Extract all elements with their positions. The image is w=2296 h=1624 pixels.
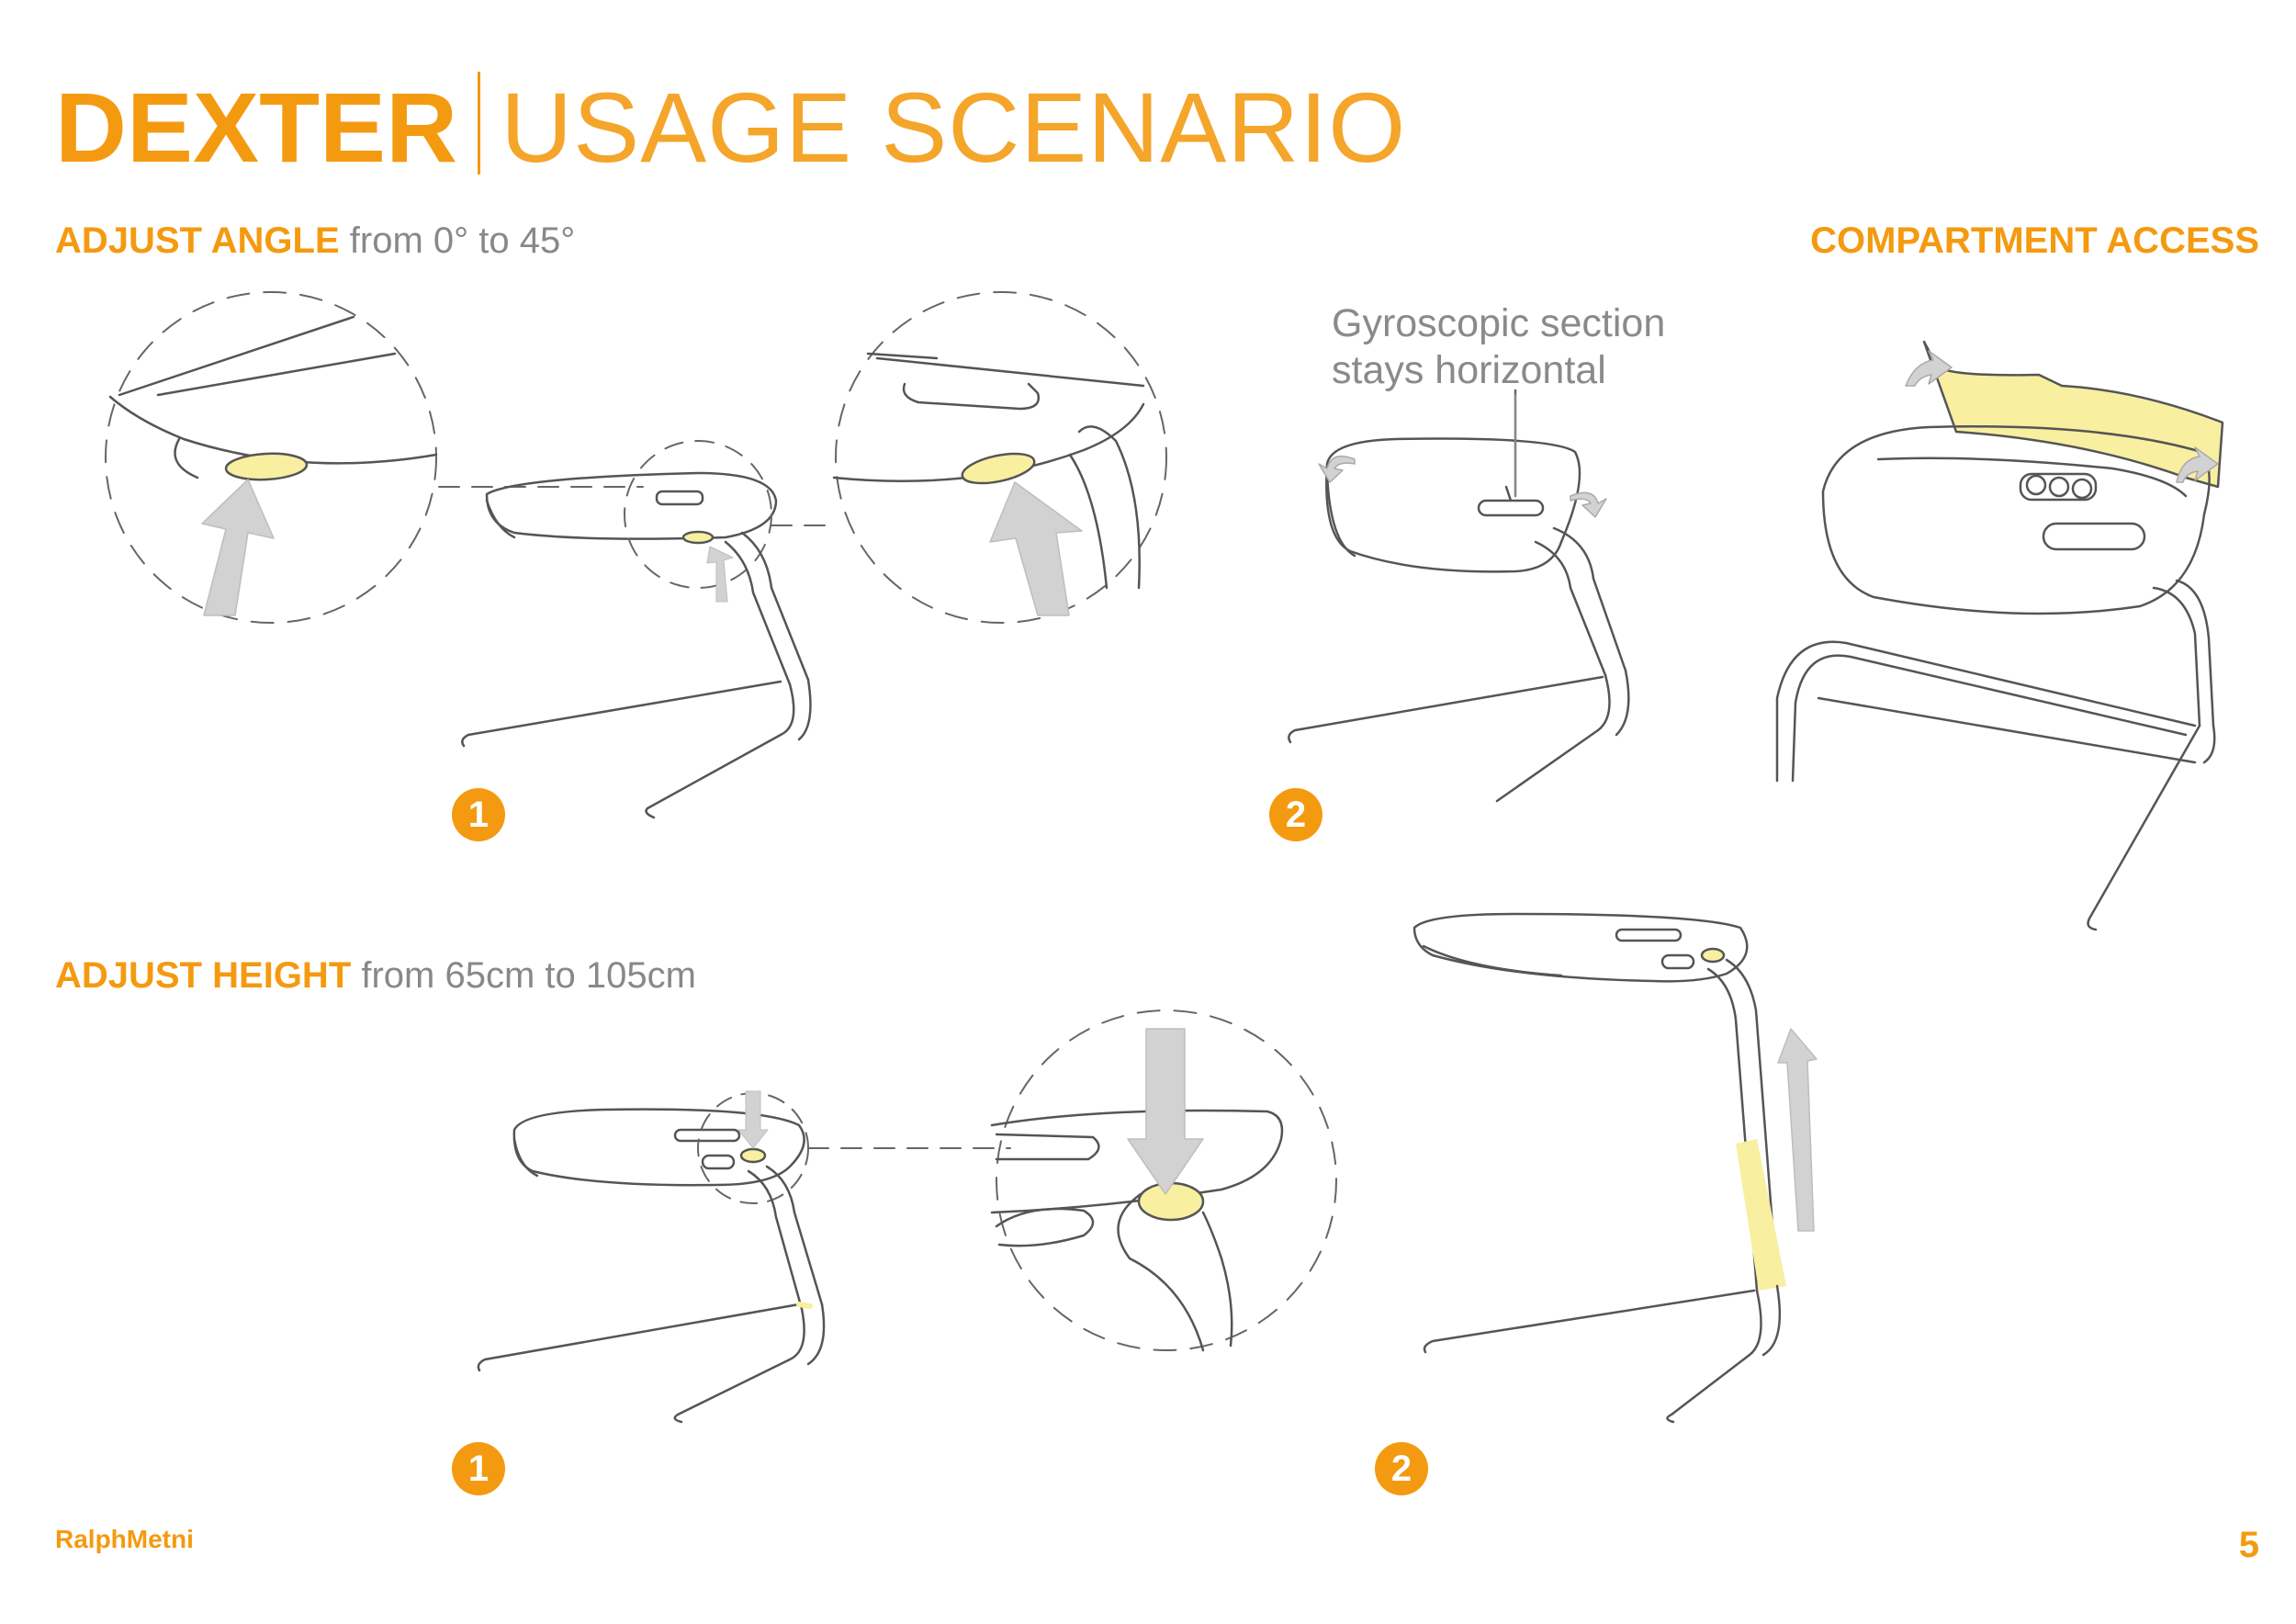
table-angle-step2	[1288, 389, 1630, 803]
gyroscopic-note-line1: Gyroscopic section	[1332, 301, 1666, 345]
lift-arrow-icon	[1905, 350, 1953, 387]
press-arrow-icon	[201, 479, 275, 616]
push-down-arrow-icon	[737, 1090, 769, 1149]
title-divider	[478, 72, 481, 175]
adjust-height-label: ADJUST HEIGHT	[55, 955, 352, 996]
detail-circle-angle-left	[105, 291, 438, 624]
rotate-arrow-icon	[1318, 455, 1356, 483]
section-adjust-height: ADJUST HEIGHT from 65cm to 105cm	[55, 955, 696, 997]
table-height-step1	[477, 1090, 826, 1424]
product-name: DEXTER	[55, 72, 458, 183]
lift-arrow-icon	[2176, 446, 2219, 483]
table-compartment	[1775, 340, 2224, 931]
step-badge-angle-2: 2	[1269, 788, 1322, 841]
adjust-angle-range: from 0° to 45°	[349, 220, 576, 261]
adjust-angle-label: ADJUST ANGLE	[55, 220, 340, 261]
section-adjust-angle: ADJUST ANGLE from 0° to 45°	[55, 220, 575, 262]
gyroscopic-note: Gyroscopic section stays horizontal	[1332, 300, 1665, 394]
rotate-arrow-icon	[1570, 491, 1607, 518]
author-credit: RalphMetni	[55, 1525, 194, 1553]
step-badge-height-2: 2	[1375, 1442, 1428, 1495]
step-badge-angle-1: 1	[452, 788, 505, 841]
raise-arrow-icon	[1777, 1028, 1818, 1232]
table-angle-step1	[461, 440, 812, 819]
table-height-step2	[1412, 912, 1786, 1424]
page-subtitle: USAGE SCENARIO	[501, 72, 1407, 183]
push-down-arrow-icon	[1127, 1028, 1204, 1195]
page-number: 5	[2238, 1525, 2259, 1565]
press-arrow-icon	[706, 546, 734, 603]
press-arrow-icon	[989, 481, 1083, 616]
step-badge-height-1: 1	[452, 1442, 505, 1495]
adjust-height-range: from 65cm to 105cm	[361, 955, 696, 996]
gyroscopic-note-line2: stays horizontal	[1332, 348, 1606, 392]
open-lid	[1922, 340, 2224, 489]
section-compartment-access: COMPARTMENT ACCESS	[1810, 220, 2259, 261]
detail-circle-angle-right	[832, 291, 1167, 624]
